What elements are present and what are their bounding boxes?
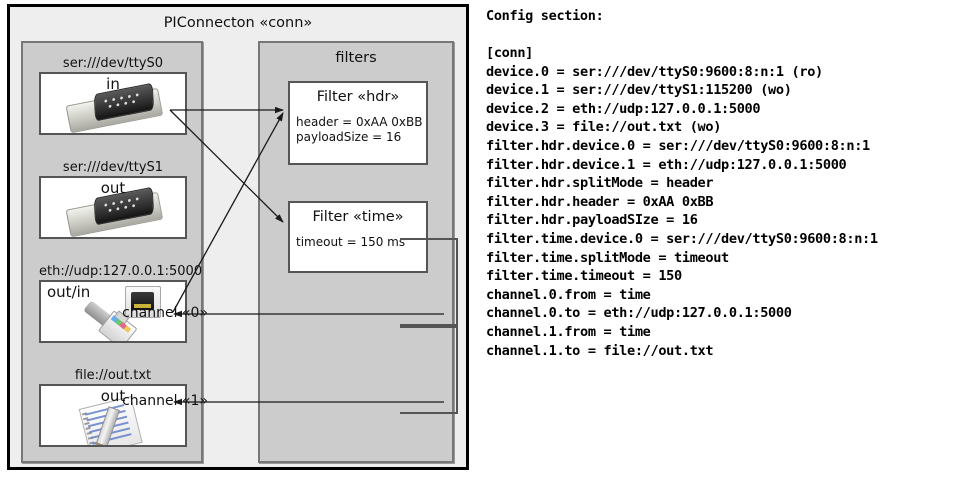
config-section-body: [conn] device.0 = ser:///dev/ttyS0:9600:8… [486, 44, 878, 360]
config-line: device.3 = file://out.txt (wo) [486, 119, 722, 136]
ethernet-jack-icon [125, 286, 161, 318]
device-ser-ttys1[interactable]: ser:///dev/ttyS1 out [39, 159, 187, 239]
device-label: ser:///dev/ttyS0 [62, 56, 164, 71]
filter-hdr-box[interactable]: Filter «hdr» header = 0xAA 0xBB payloadS… [288, 81, 428, 165]
device-label: eth://udp:127.0.0.1:5000 [39, 264, 203, 279]
device-label: ser:///dev/ttyS1 [62, 160, 164, 175]
device-box[interactable]: in [39, 72, 187, 135]
config-line: channel.0.from = time [486, 286, 651, 303]
device-direction: out [100, 387, 126, 405]
device-ser-ttys0[interactable]: ser:///dev/ttyS0 in [39, 55, 187, 135]
diagram-outer-frame: PIConnecton «conn» ser:///dev/ttyS0 in s… [7, 4, 469, 470]
channel-0-region [400, 238, 458, 326]
config-section: Config section: [conn] device.0 = ser:///… [482, 0, 964, 484]
config-section-heading: Config section: [486, 8, 604, 24]
config-line: device.2 = eth://udp:127.0.0.1:5000 [486, 100, 761, 117]
device-box[interactable]: out/in [39, 280, 187, 343]
config-line: filter.hdr.device.0 = ser:///dev/ttyS0:9… [486, 137, 870, 154]
channel-1-region [400, 326, 458, 414]
connection-diagram: PIConnecton «conn» ser:///dev/ttyS0 in s… [0, 0, 478, 484]
device-box[interactable]: out [39, 384, 187, 447]
channel-1-label: channel «1» [122, 393, 208, 409]
config-line: filter.hdr.splitMode = header [486, 175, 714, 192]
config-line: device.1 = ser:///dev/ttyS1:115200 (wo) [486, 82, 792, 99]
filters-panel: filters Filter «hdr» header = 0xAA 0xBB … [258, 41, 458, 463]
filter-attributes: timeout = 150 ms [296, 235, 426, 250]
filter-attributes: header = 0xAA 0xBB payloadSize = 16 [296, 115, 426, 145]
config-line: device.0 = ser:///dev/ttyS0:9600:8:n:1 (… [486, 63, 823, 80]
device-eth-udp[interactable]: eth://udp:127.0.0.1:5000 out/in [39, 263, 203, 343]
config-line: filter.time.splitMode = timeout [486, 249, 729, 266]
config-line: filter.time.device.0 = ser:///dev/ttyS0:… [486, 230, 878, 247]
filter-time-box[interactable]: Filter «time» timeout = 150 ms [288, 201, 428, 273]
config-line: channel.1.from = time [486, 323, 651, 340]
devices-panel: ser:///dev/ttyS0 in ser:///dev/ttyS1 out [21, 41, 203, 463]
filter-attribute: timeout = 150 ms [296, 235, 406, 249]
device-box[interactable]: out [39, 176, 187, 239]
config-line: filter.hdr.header = 0xAA 0xBB [486, 193, 714, 210]
config-line: filter.hdr.payloadSIze = 16 [486, 212, 698, 229]
config-line: filter.time.timeout = 150 [486, 268, 682, 285]
filter-title: Filter «time» [312, 209, 404, 225]
channel-0-label: channel «0» [122, 305, 208, 321]
filter-attribute: payloadSize = 16 [296, 130, 402, 144]
config-line: filter.hdr.device.1 = eth://udp:127.0.0.… [486, 156, 847, 173]
device-direction: out/in [47, 283, 91, 301]
device-direction: out [100, 179, 126, 197]
filter-title: Filter «hdr» [316, 89, 400, 105]
config-line: [conn] [486, 45, 534, 61]
device-label: file://out.txt [74, 368, 152, 383]
config-line: channel.0.to = eth://udp:127.0.0.1:5000 [486, 305, 792, 322]
device-direction: in [106, 75, 120, 93]
config-line: channel.1.to = file://out.txt [486, 342, 714, 359]
filter-attribute: header = 0xAA 0xBB [296, 115, 423, 129]
diagram-title: PIConnecton «conn» [163, 15, 313, 31]
filters-panel-title: filters [335, 50, 377, 66]
device-file-out[interactable]: file://out.txt out [39, 367, 187, 447]
